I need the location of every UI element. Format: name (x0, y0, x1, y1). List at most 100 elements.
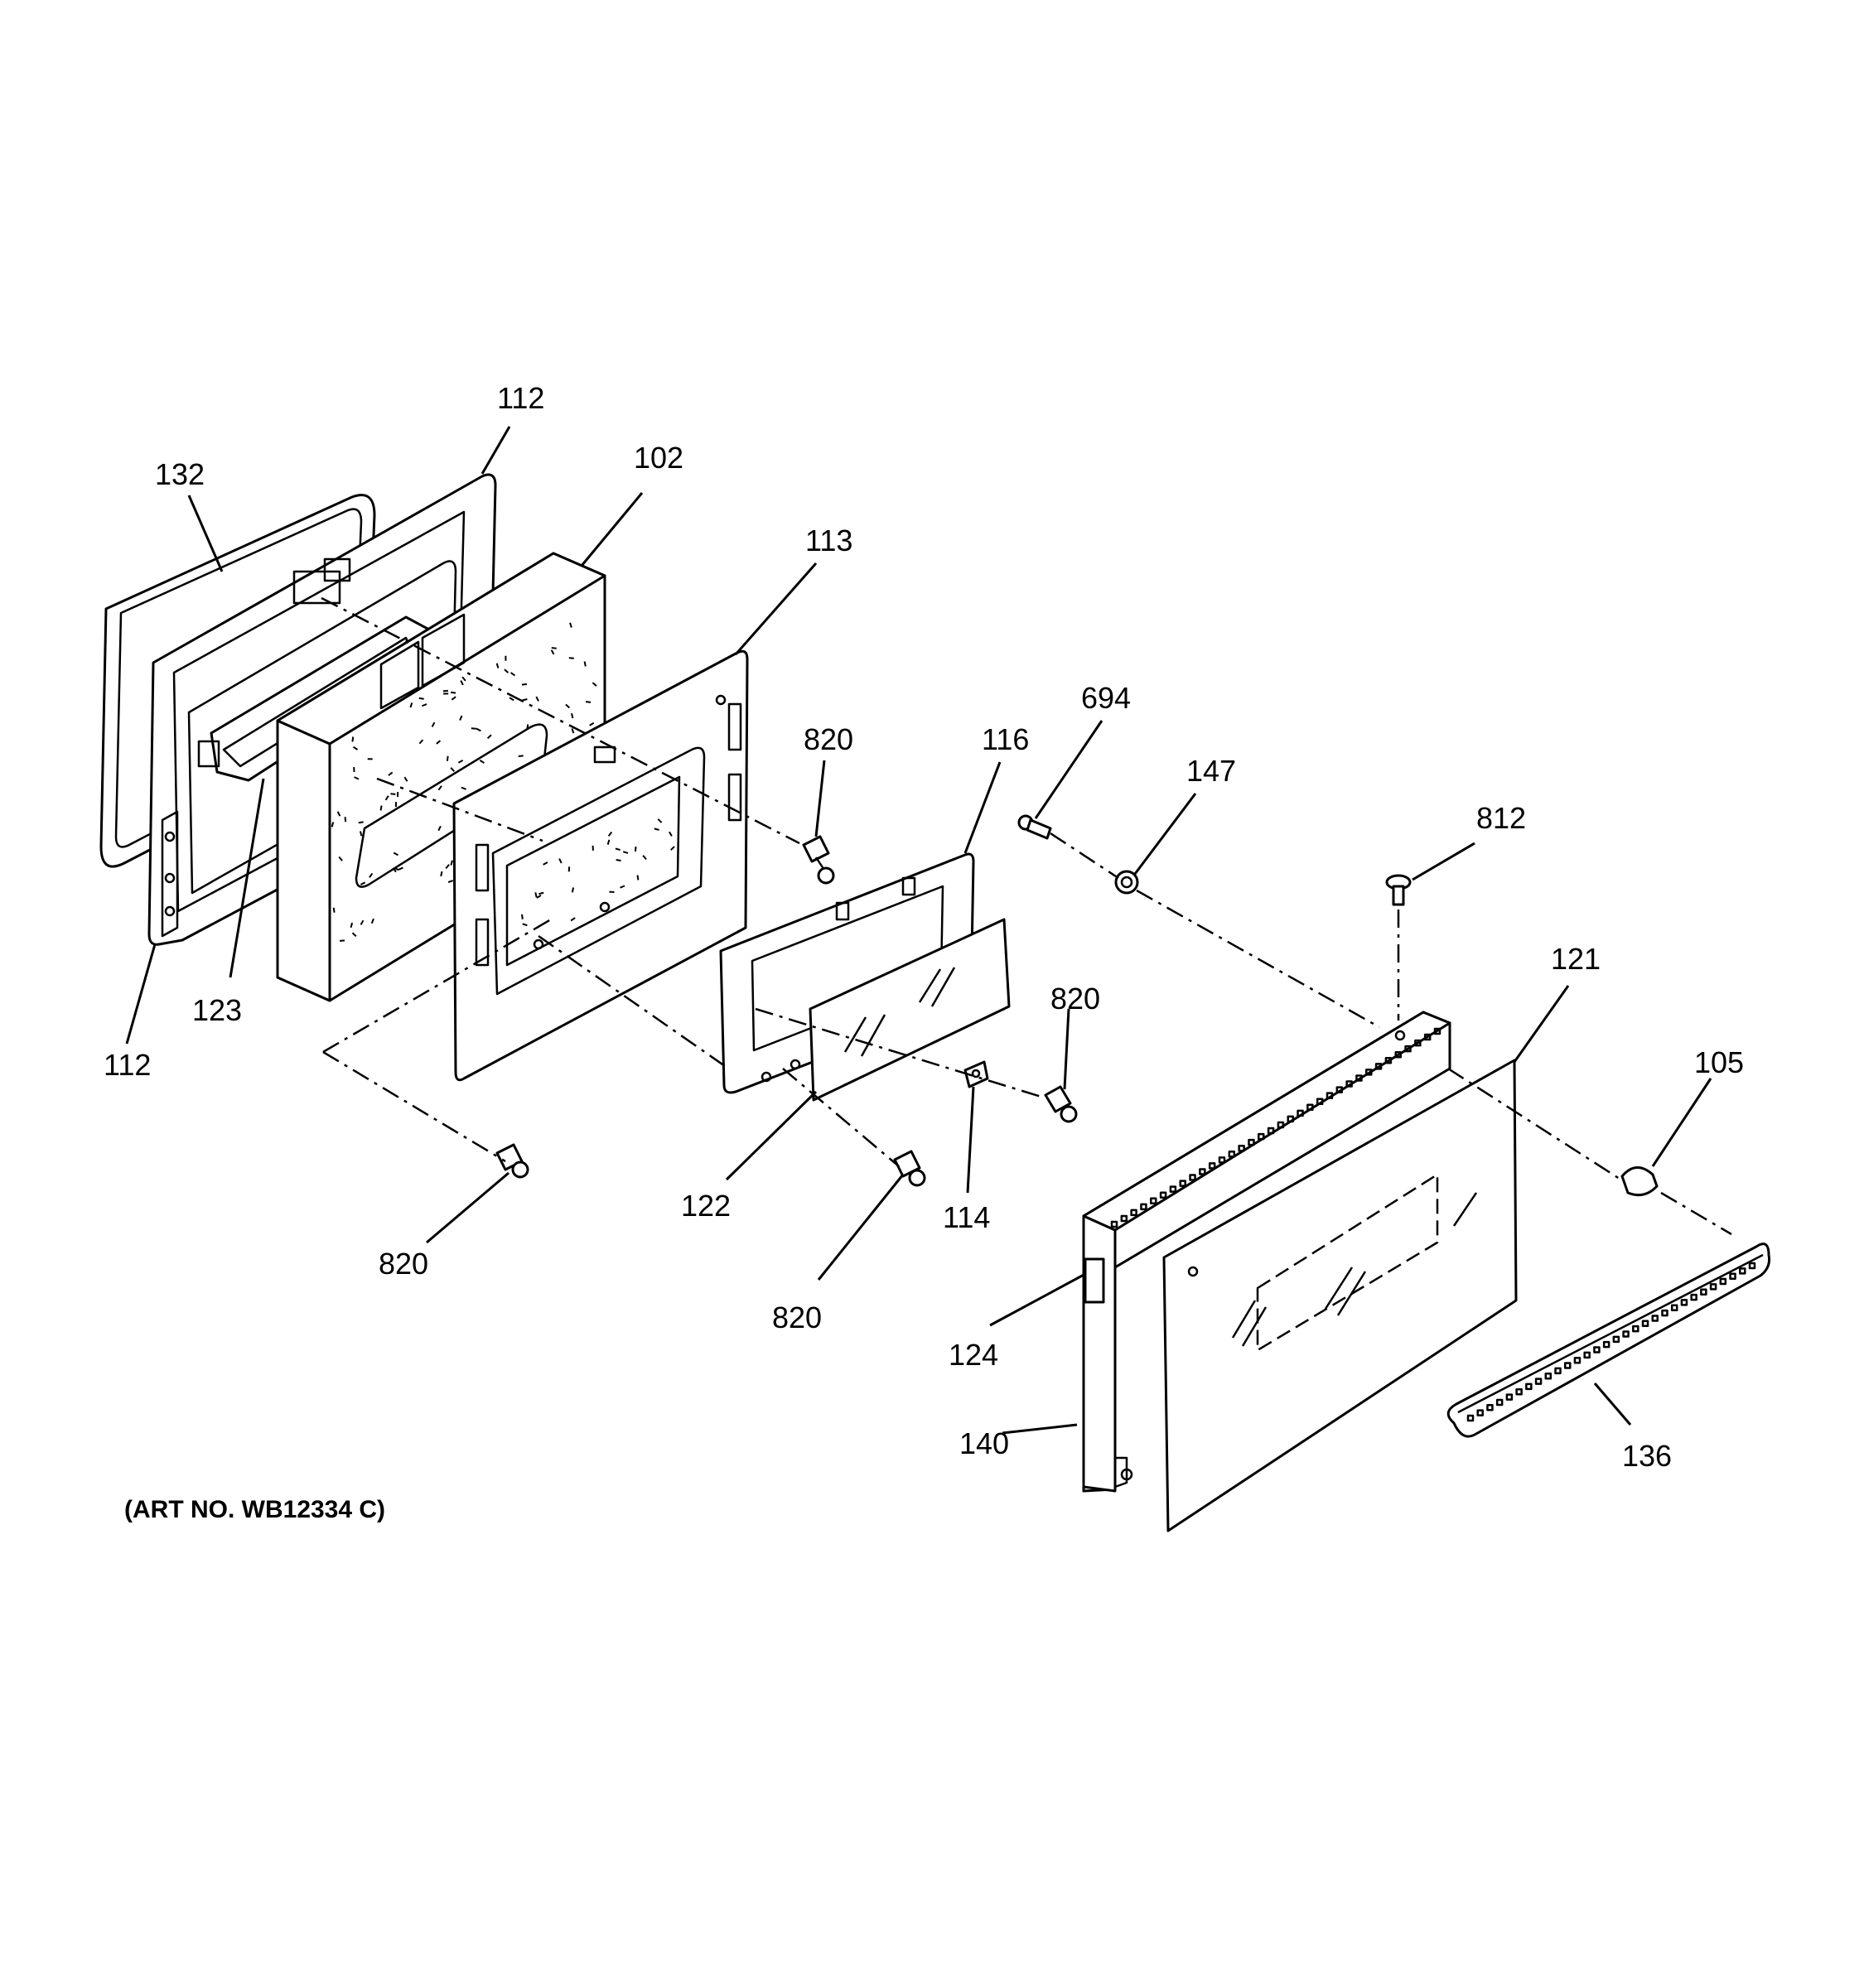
texture-speck (654, 828, 659, 831)
texture-speck (622, 851, 629, 854)
serration-mark (1335, 1086, 1344, 1093)
texture-speck (536, 895, 542, 899)
texture-speck (431, 721, 436, 727)
serration-mark (1287, 1115, 1294, 1123)
callout-112-top: 112 (497, 381, 544, 415)
serration-mark (1554, 1367, 1562, 1375)
callout-132: 132 (155, 457, 205, 491)
callout-136: 136 (1622, 1439, 1672, 1473)
serration-mark (1515, 1388, 1523, 1396)
part-105-end-cap (1620, 1166, 1659, 1197)
callout-114: 114 (943, 1200, 990, 1234)
serration-mark (1326, 1092, 1334, 1099)
serration-mark (1433, 1027, 1441, 1035)
callout-113: 113 (805, 524, 852, 557)
texture-speck (551, 647, 557, 649)
callout-124: 124 (949, 1338, 998, 1372)
texture-speck (331, 822, 335, 828)
texture-speck (352, 746, 359, 750)
serration-mark (1218, 1156, 1226, 1164)
serration-mark (1208, 1162, 1216, 1170)
texture-speck (422, 703, 427, 707)
texture-speck (521, 683, 528, 686)
serration-mark (1583, 1351, 1591, 1359)
serration-mark (1306, 1103, 1314, 1112)
serration-mark (1345, 1080, 1353, 1088)
texture-speck (583, 661, 587, 667)
serration-mark (1495, 1398, 1504, 1407)
serration-mark (1189, 1174, 1196, 1181)
texture-speck (657, 818, 663, 823)
callout-121: 121 (1551, 942, 1601, 976)
texture-speck (615, 847, 621, 851)
texture-speck (451, 696, 456, 701)
serration-mark (1258, 1132, 1265, 1141)
texture-speck (518, 755, 524, 758)
serration-mark (1169, 1185, 1177, 1193)
alignment-lines (321, 596, 1732, 1236)
callout-147: 147 (1186, 754, 1236, 788)
texture-speck (360, 919, 365, 925)
screw-820-b (1044, 1085, 1078, 1123)
screw-820-a (802, 835, 835, 885)
texture-speck (393, 852, 398, 856)
texture-speck (450, 691, 456, 694)
serration-mark (1709, 1283, 1717, 1291)
callout-694: 694 (1081, 681, 1131, 715)
texture-speck (450, 860, 453, 866)
texture-speck (350, 922, 354, 929)
serration-mark (1641, 1320, 1649, 1328)
serration-mark (1622, 1330, 1630, 1338)
texture-speck (538, 891, 544, 895)
screw-812 (1385, 874, 1412, 906)
texture-speck (565, 703, 571, 709)
callout-122: 122 (681, 1189, 731, 1223)
serration-mark (1486, 1404, 1494, 1411)
serration-mark (1384, 1057, 1393, 1064)
texture-speck (418, 697, 424, 700)
serration-mark (1297, 1109, 1304, 1117)
texture-speck (476, 727, 481, 732)
texture-speck (569, 622, 572, 628)
serration-mark (1267, 1127, 1275, 1135)
serration-mark (1719, 1277, 1727, 1286)
screw-820-c (495, 1143, 529, 1179)
serration-mark (1110, 1220, 1118, 1228)
texture-speck (495, 663, 500, 668)
texture-speck (543, 861, 548, 866)
texture-speck (344, 817, 347, 823)
serration-mark (1355, 1074, 1363, 1082)
serration-mark (1602, 1340, 1610, 1349)
screw-820-d (893, 1150, 926, 1187)
washer-147 (1114, 870, 1139, 895)
serration-mark (1612, 1335, 1620, 1344)
texture-speck (440, 871, 443, 877)
texture-speck (571, 887, 575, 893)
serration-mark (1140, 1203, 1147, 1211)
texture-speck (486, 734, 492, 740)
serration-mark (1680, 1299, 1688, 1306)
serration-mark (1729, 1272, 1736, 1280)
texture-speck (534, 892, 538, 898)
serration-mark (1505, 1393, 1514, 1401)
texture-speck (369, 872, 374, 878)
texture-speck (351, 736, 355, 742)
callout-820-left: 820 (379, 1247, 428, 1281)
texture-speck (459, 715, 463, 721)
texture-speck (479, 760, 485, 764)
serration-mark (1534, 1378, 1543, 1385)
serration-mark (1414, 1039, 1422, 1047)
texture-speck (442, 689, 448, 692)
texture-speck (392, 867, 397, 873)
screw-694 (1017, 814, 1052, 840)
art-number: (ART NO. WB12334 C) (124, 1496, 385, 1523)
callout-123: 123 (192, 993, 242, 1027)
texture-speck (461, 676, 466, 682)
serration-mark (1238, 1144, 1245, 1152)
part-113-door-panel (452, 649, 749, 1082)
texture-speck (607, 831, 613, 837)
texture-speck (450, 767, 456, 772)
texture-speck (436, 740, 442, 745)
serration-mark (1573, 1356, 1582, 1364)
texture-speck (522, 923, 528, 927)
